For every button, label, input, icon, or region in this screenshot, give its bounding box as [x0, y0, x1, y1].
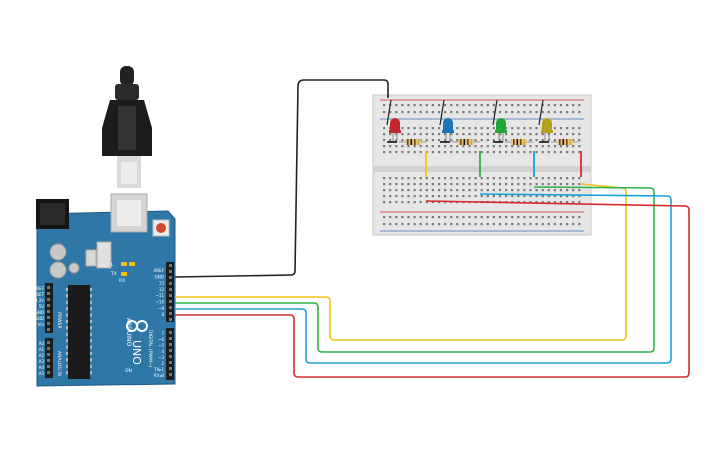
- onboard-led-label-l: L: [111, 262, 114, 268]
- digital-pin-label: 13: [159, 281, 165, 286]
- digital-pin-label: TX▸1: [153, 367, 164, 372]
- led-green[interactable]: [492, 99, 507, 143]
- wire-pin-9[interactable]: [175, 193, 672, 364]
- digital-pin-label: ~5: [158, 343, 164, 348]
- digital-pin-label: ~10: [156, 300, 165, 305]
- digital-pin-label: ~11: [156, 293, 165, 298]
- resistor[interactable]: [452, 139, 480, 145]
- power-pin-label: RESET: [31, 292, 44, 297]
- wire-gnd[interactable]: [174, 79, 389, 278]
- analog-pin-label: A0: [39, 341, 45, 346]
- wire-pin-8[interactable]: [175, 200, 690, 378]
- resistor[interactable]: [551, 139, 579, 145]
- power-pin-label: 5V: [39, 304, 45, 309]
- power-pin-label: 3.3V: [35, 298, 44, 303]
- arduino-logo: [126, 320, 148, 332]
- digital-pin-label: RX◂0: [154, 373, 165, 378]
- digital-pin-label: 2: [161, 361, 164, 366]
- led-yellow[interactable]: [538, 99, 553, 143]
- power-header-label: POWER: [56, 312, 62, 329]
- digital-pin-label: 12: [159, 287, 165, 292]
- breadboard: [372, 94, 592, 236]
- digital-pin-label: ~6: [158, 337, 164, 342]
- wire-pin-11[interactable]: [175, 183, 627, 341]
- led-red[interactable]: [386, 99, 401, 143]
- digital-pin-label: ~3: [158, 355, 164, 360]
- resistor[interactable]: [399, 139, 427, 145]
- digital-pin-label: AREF: [154, 268, 165, 273]
- power-pin-label: GND: [35, 310, 44, 315]
- digital-pin-label: 4: [161, 349, 164, 354]
- usb-cable: [102, 66, 152, 188]
- onboard-led-label-rx: RX: [119, 278, 125, 284]
- analog-pin-label: A3: [39, 359, 45, 364]
- analog-pin-label: A4: [39, 365, 45, 370]
- analog-pin-label: A2: [39, 353, 45, 358]
- led-components: [386, 99, 582, 177]
- digital-pin-label: 8: [161, 312, 164, 317]
- arduino-logo-text: ARDUINO: [125, 318, 132, 347]
- digital-pin-label: GND: [155, 274, 164, 279]
- wires: [174, 79, 690, 378]
- board-model-text: UNO: [130, 340, 143, 365]
- led-blue[interactable]: [439, 99, 454, 143]
- digital-pin-label: 7: [161, 331, 164, 336]
- analog-header-label: ANALOG IN: [56, 351, 62, 376]
- onboard-led-label-tx: TX: [110, 271, 117, 277]
- power-pin-label: GND: [35, 316, 44, 321]
- wire-pin-10[interactable]: [175, 186, 655, 353]
- digital-pin-label: ~9: [158, 306, 164, 311]
- onboard-on-label: ON: [125, 368, 132, 374]
- analog-pin-label: A5: [39, 371, 45, 376]
- arduino-board: ARDUINO UNO POWER ANALOG IN DIGITAL (PWM…: [31, 193, 176, 387]
- resistor[interactable]: [505, 139, 533, 145]
- analog-pin-label: A1: [39, 347, 45, 352]
- power-pin-label: IOREF: [32, 286, 45, 291]
- power-pin-label: Vin: [38, 322, 45, 327]
- digital-header-label: DIGITAL (PWM~): [147, 330, 153, 368]
